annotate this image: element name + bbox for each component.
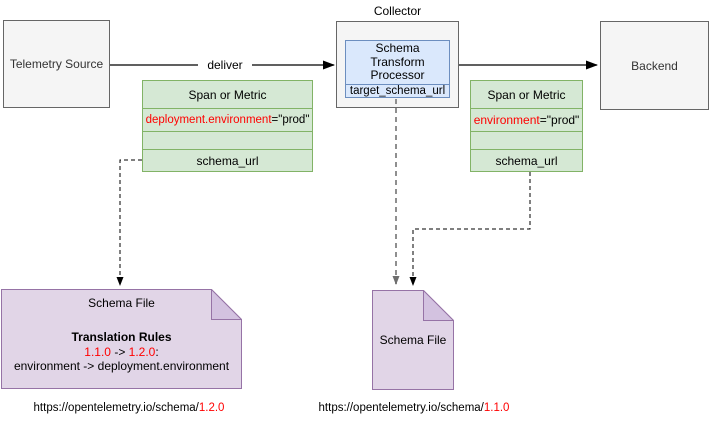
empty-attribute-row: [143, 131, 312, 149]
schema-transform-processor-box: Schema Transform Processor target_schema…: [345, 40, 450, 98]
attribute-name: deployment.environment: [145, 114, 272, 126]
attribute-value: ="prod": [539, 113, 580, 127]
translation-rule-versions: 1.1.0 -> 1.2.0:: [84, 344, 159, 359]
attribute-row: deployment.environment="prod": [143, 108, 312, 131]
schema-url-row: schema_url: [143, 149, 312, 171]
telemetry-source-label: Telemetry Source: [9, 57, 104, 71]
translation-rules-title: Translation Rules: [71, 330, 172, 344]
empty-attribute-row: [471, 131, 582, 149]
edge-right-schema-url-to-schema-file: [409, 172, 531, 286]
schema-file-right: Schema File: [372, 290, 454, 390]
attribute-value: ="prod": [271, 114, 310, 126]
schema-file-title: Schema File: [88, 296, 155, 310]
folded-corner: [423, 290, 454, 321]
schema-url-row: schema_url: [471, 149, 582, 171]
attribute-name: environment: [473, 113, 540, 127]
schema-url-1-2-0: https://opentelemetry.io/schema/1.2.0: [33, 402, 225, 414]
collector-label: Collector: [373, 4, 422, 18]
attribute-row: environment="prod": [471, 108, 582, 131]
schema-file-title: Schema File: [379, 333, 447, 347]
span-or-metric-table-left: Span or Metric deployment.environment="p…: [142, 80, 313, 172]
span-or-metric-table-right: Span or Metric environment="prod" schema…: [470, 80, 583, 172]
table-header: Span or Metric: [188, 87, 267, 102]
folded-corner: [211, 289, 242, 320]
backend-label: Backend: [631, 58, 678, 73]
telemetry-source-box: Telemetry Source: [3, 20, 110, 108]
backend-box: Backend: [600, 21, 709, 110]
translation-rule-mapping: environment -> deployment.environment: [13, 359, 230, 373]
schema-transform-processor-title: Schema Transform Processor: [346, 41, 449, 85]
deliver-edge-label: deliver: [198, 58, 252, 72]
edge-left-schema-url-to-schema-file: [116, 159, 142, 286]
translation-rules: Translation Rules 1.1.0 -> 1.2.0: enviro…: [1, 330, 242, 374]
target-schema-url-row: target_schema_url: [349, 84, 446, 97]
schema-file-left: Schema File Translation Rules 1.1.0 -> 1…: [1, 289, 242, 389]
document-shape: [1, 289, 242, 389]
table-header: Span or Metric: [487, 87, 566, 102]
schema-url-1-1-0: https://opentelemetry.io/schema/1.1.0: [318, 402, 510, 414]
document-shape: [372, 290, 454, 390]
